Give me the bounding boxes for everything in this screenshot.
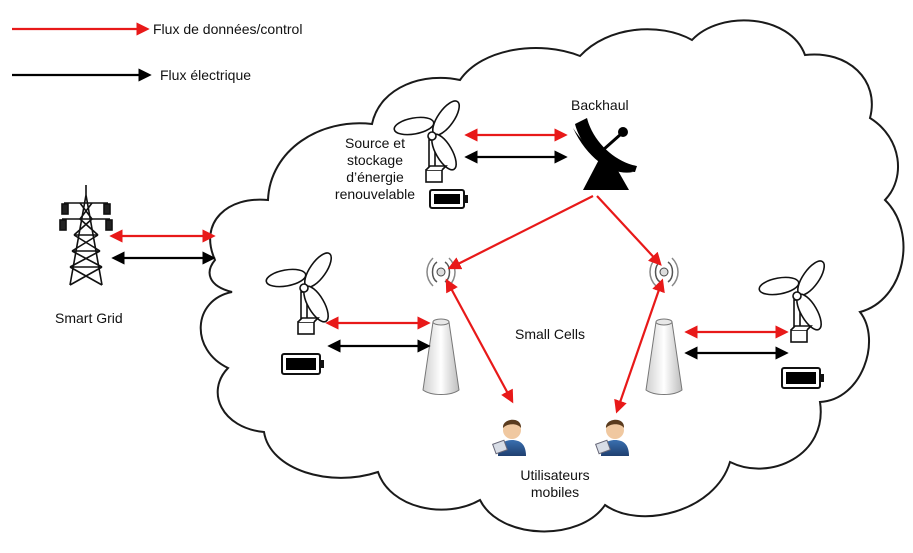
legend-data-flow-label: Flux de données/control: [153, 21, 303, 37]
small-cells-label: Small Cells: [515, 326, 586, 342]
wind-turbine-icon: [758, 260, 826, 343]
renewable-source-label: Source et stockage d’énergie renouvelabl…: [320, 135, 430, 203]
network-cloud: [199, 19, 905, 533]
renewable-label-line-3: d’énergie: [346, 169, 404, 185]
data-flow-arrows: [109, 128, 789, 414]
backhaul-label: Backhaul: [571, 97, 629, 113]
data-arrow-backhaul-cell-right: [596, 195, 662, 266]
satellite-dish-icon: [573, 118, 637, 190]
data-arrow-backhaul-cell-left: [447, 195, 594, 270]
battery-icon: [281, 353, 324, 375]
users-label-line-1: Utilisateurs: [520, 467, 590, 483]
legend: [12, 22, 152, 82]
battery-icon: [781, 367, 824, 389]
power-flow-arrows: [111, 150, 789, 360]
battery-icon: [429, 189, 468, 209]
mobile-user-icon: [595, 419, 629, 456]
legend-power-flow-label: Flux électrique: [160, 67, 252, 83]
mobile-users-label: Utilisateurs mobiles: [505, 467, 605, 501]
wind-turbine-icon: [265, 252, 333, 335]
renewable-label-line-4: renouvelable: [334, 186, 416, 202]
users-label-line-2: mobiles: [530, 484, 580, 500]
renewable-label-line-1: Source et: [345, 135, 405, 151]
data-arrow-cell-user-left: [445, 278, 514, 404]
data-arrow-cell-user-right: [614, 278, 665, 414]
smart-grid-label: Smart Grid: [55, 310, 123, 326]
mobile-user-icon: [492, 419, 526, 456]
renewable-label-line-2: stockage: [346, 152, 404, 168]
transmission-tower-icon: [59, 185, 113, 286]
wind-turbine-icon: [393, 100, 461, 183]
